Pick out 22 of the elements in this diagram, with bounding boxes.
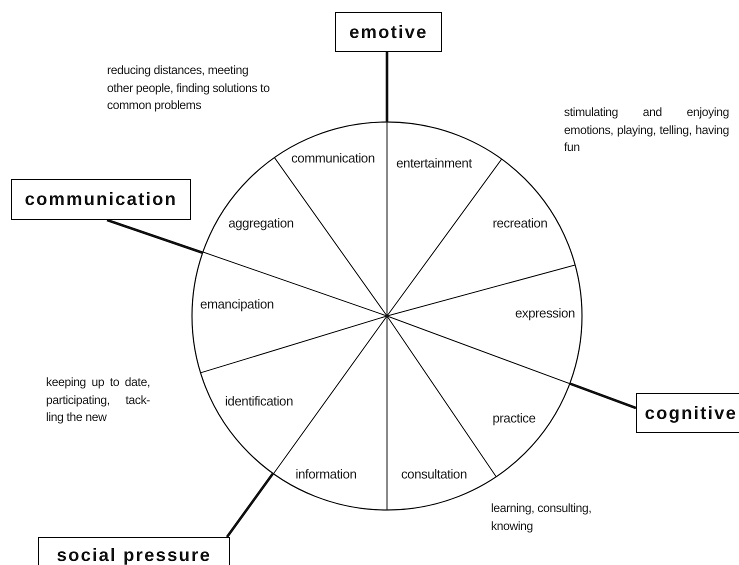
category-box: social pressure (38, 537, 230, 565)
connector-line (386, 52, 388, 122)
category-box: emotive (335, 12, 442, 52)
sector-label: practice (492, 410, 536, 426)
description-text: reducing distances, meeting other people, finding solutions to common problems (107, 62, 271, 114)
sector-label: aggregation (228, 216, 294, 230)
sector-label: communication (291, 150, 375, 166)
connector-line (569, 382, 636, 410)
connector-line (106, 218, 204, 254)
sector-label: recreation (492, 216, 548, 230)
sector-label: expression (515, 306, 575, 320)
sector-label: identification (224, 394, 294, 408)
sector-label: consultation (401, 466, 467, 482)
category-box: cognitive (636, 393, 739, 433)
sector-label: entertainment (396, 156, 472, 170)
sector-label: emancipation (200, 296, 274, 312)
description-text: learning, consulting, knowing (491, 500, 592, 534)
description-text: keeping up to date, participating, tack-ling the new (46, 374, 150, 426)
connector-line (226, 472, 274, 538)
category-box: communication (11, 179, 191, 220)
description-text: stimulating and enjoying emotions, playing, telling, having fun (564, 104, 729, 156)
sector-label: information (296, 466, 356, 482)
